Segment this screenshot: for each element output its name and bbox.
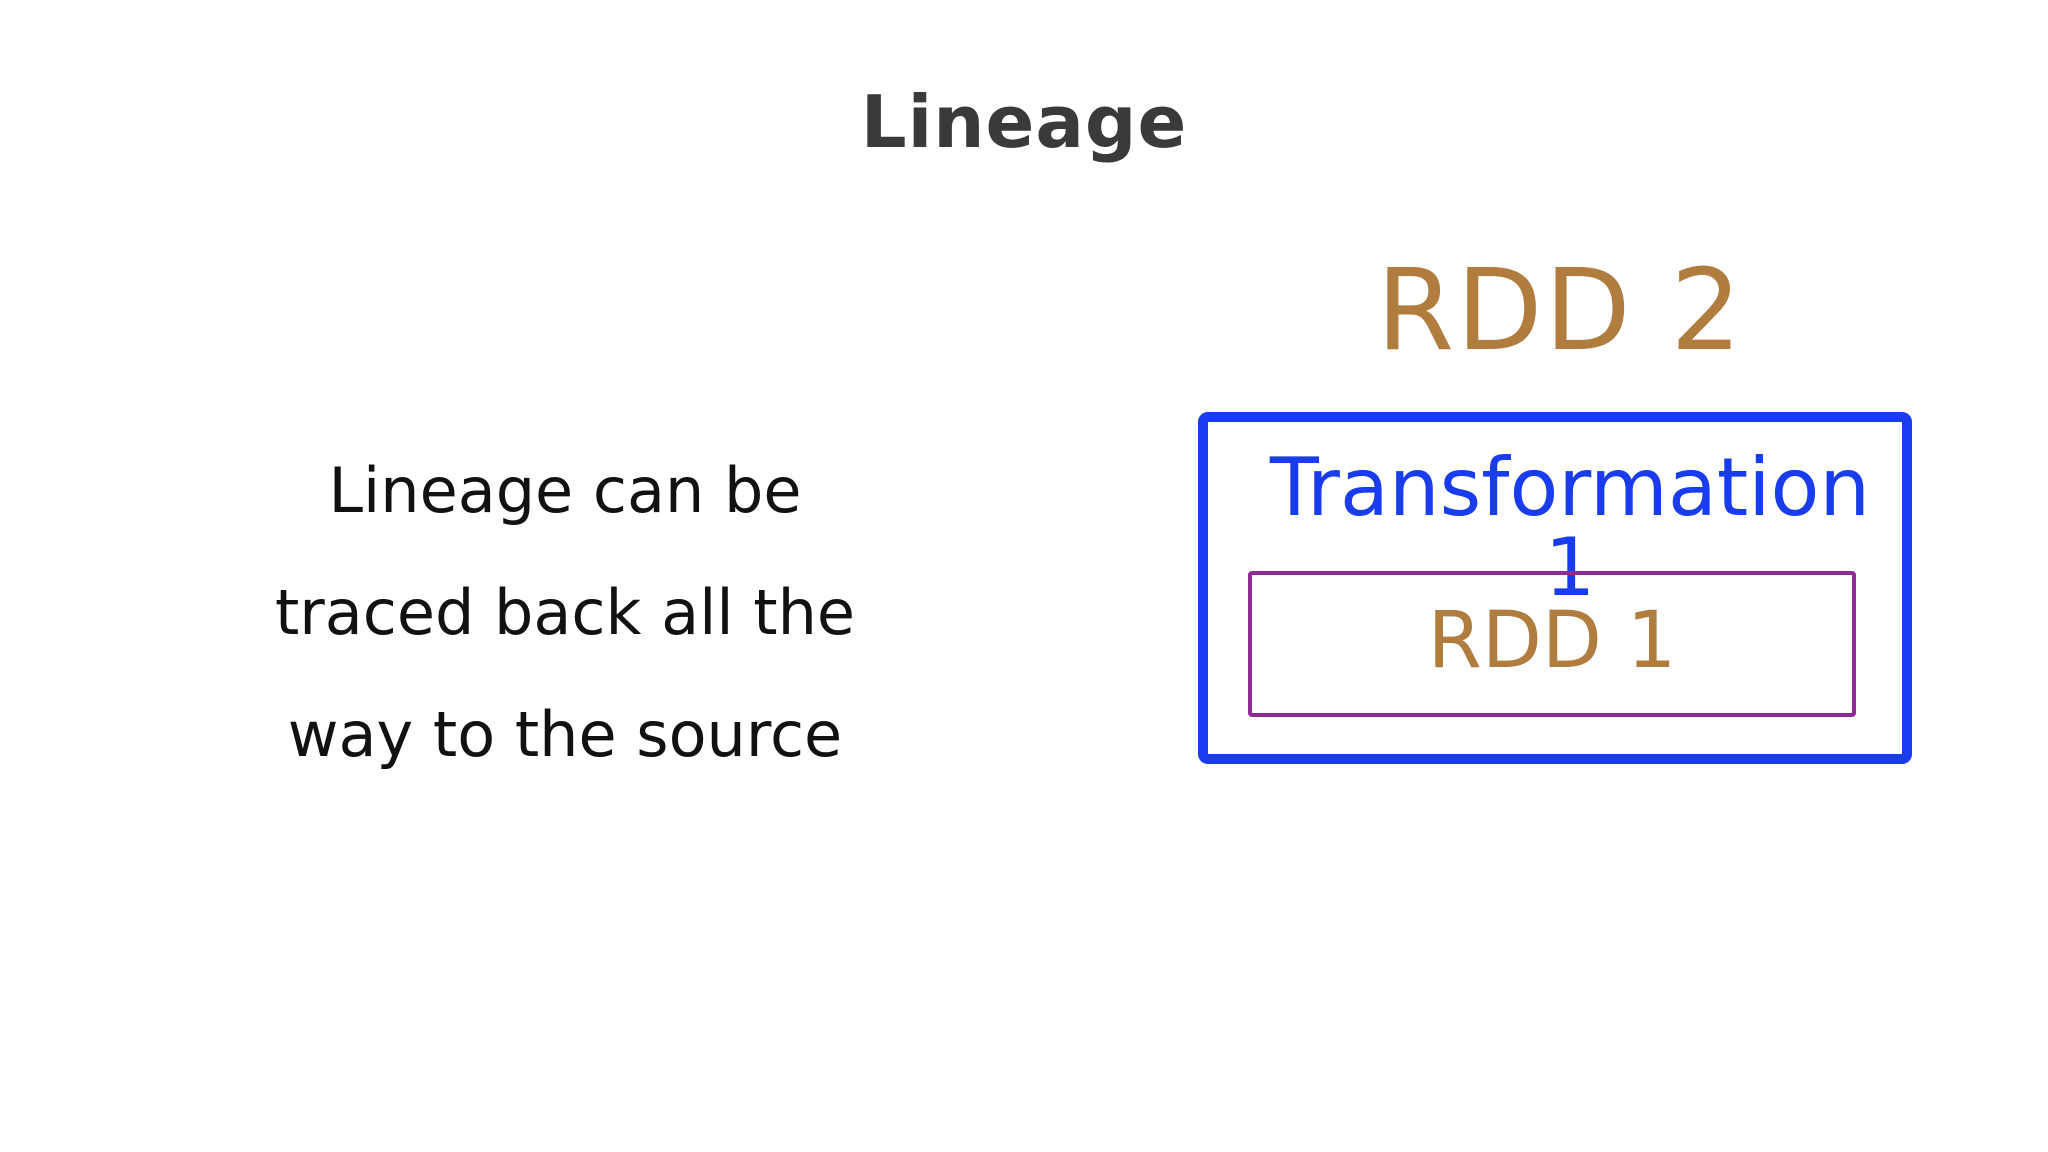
rdd-2-label: RDD 2 (1376, 246, 1744, 376)
slide-title: Lineage (860, 80, 1188, 164)
rdd-1-box (1248, 571, 1856, 717)
rdd-1-label: RDD 1 (1427, 596, 1677, 686)
transformation-label: Transformation 1 (1269, 441, 1871, 614)
lineage-description: Lineage can be traced back all the way t… (274, 454, 856, 771)
transformation-container-box (1198, 412, 1912, 764)
